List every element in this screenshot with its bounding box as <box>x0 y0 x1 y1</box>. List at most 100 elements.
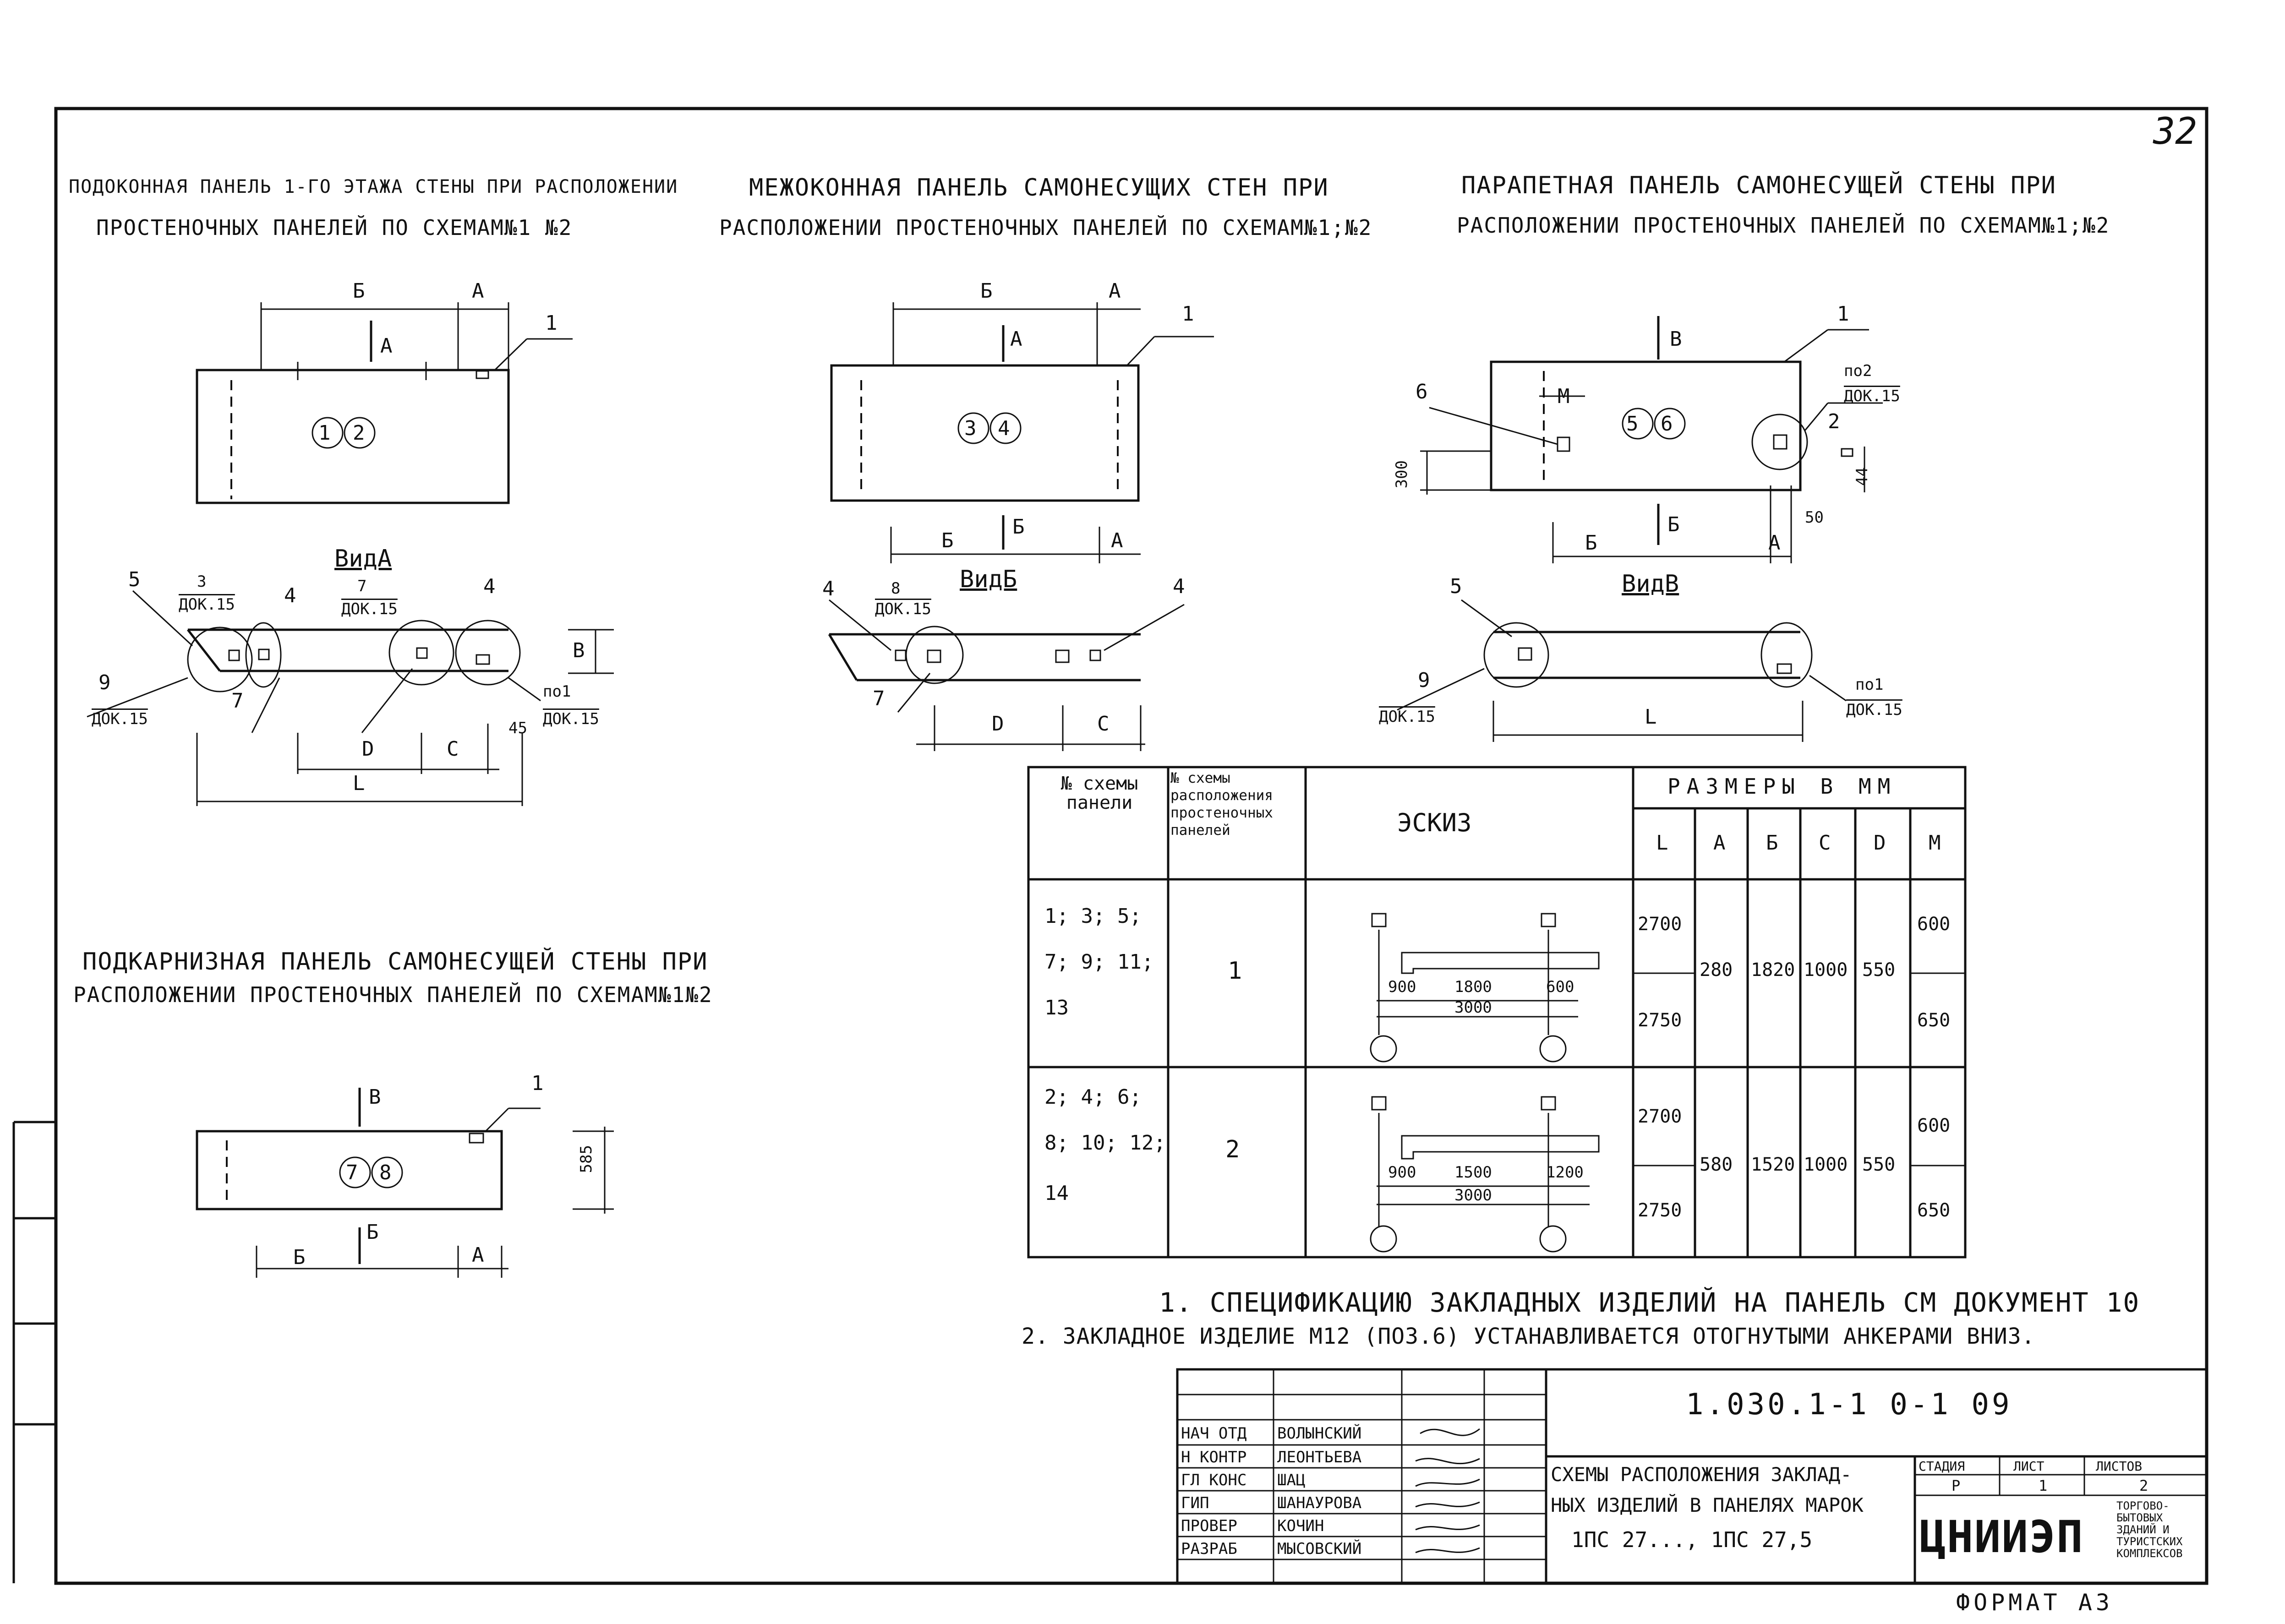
callout: 6 <box>1416 380 1428 403</box>
table-cell: 580 <box>1700 1154 1733 1175</box>
tb-role: ГЛ КОНС <box>1181 1471 1247 1489</box>
table-header-sizes: РАЗМЕРЫ В ММ <box>1667 774 1897 799</box>
sketch-dim: 900 <box>1388 978 1416 996</box>
circle-label: 4 <box>998 417 1010 440</box>
callout: по1 <box>543 682 571 701</box>
tb-role: ПРОВЕР <box>1181 1517 1237 1535</box>
callout: 1 <box>545 311 558 335</box>
callout: ДОК.15 <box>543 710 599 728</box>
tb-sheet: 1 <box>2039 1477 2048 1494</box>
tb-role: РАЗРАБ <box>1181 1540 1237 1558</box>
panel-1-2-elevation <box>196 302 573 504</box>
dim-label: А <box>1010 327 1022 351</box>
sketch-dim: 3000 <box>1454 998 1492 1017</box>
tb-title-line2: НЫХ ИЗДЕЛИЙ В ПАНЕЛЯХ МАРОК <box>1551 1494 1864 1516</box>
dim-label: 44 <box>1853 467 1871 486</box>
panel-7-8-elevation <box>196 1088 614 1278</box>
org-logo: ЦНИИЭП <box>1919 1511 2084 1563</box>
view-title: ВидБ <box>960 566 1017 593</box>
tb-sheet-label: ЛИСТ <box>2013 1459 2044 1474</box>
table-cell: 2750 <box>1638 1200 1682 1221</box>
tb-sheets-label: ЛИСТОВ <box>2096 1459 2143 1474</box>
tb-role: НАЧ ОТД <box>1181 1424 1247 1443</box>
tb-sheets: 2 <box>2139 1477 2148 1494</box>
tb-name: КОЧИН <box>1277 1517 1324 1535</box>
table-sketch-2 <box>1370 1096 1600 1253</box>
note-2: 2. ЗАКЛАДНОЕ ИЗДЕЛИЕ М12 (ПОЗ.6) УСТАНАВ… <box>1022 1324 2035 1349</box>
dim-label: Б <box>1667 513 1680 536</box>
callout: 2 <box>1828 410 1840 433</box>
dim-label: Б <box>980 279 993 303</box>
heading-panel-5-6-line1: ПАРАПЕТНАЯ ПАНЕЛЬ САМОНЕСУЩЕЙ СТЕНЫ ПРИ <box>1461 172 2056 199</box>
dim-label: А <box>1111 529 1123 552</box>
view-title: ВидА <box>334 545 392 572</box>
table-cell: 8; 10; 12; <box>1044 1131 1166 1155</box>
format-label: ФОРМАТ А3 <box>1956 1589 2113 1616</box>
table-cell: 2700 <box>1638 914 1682 935</box>
tb-title-line1: СХЕМЫ РАСПОЛОЖЕНИЯ ЗАКЛАД- <box>1551 1463 1852 1486</box>
panel-5-6-view-v <box>1397 599 1847 742</box>
panel-3-4-elevation <box>830 302 1214 563</box>
doc-code: 1.030.1-1 0-1 09 <box>1686 1388 2012 1422</box>
sketch-dim: 1500 <box>1454 1163 1492 1182</box>
tb-stage-label: СТАДИЯ <box>1919 1459 1965 1474</box>
table-cell: 600 <box>1917 1115 1951 1136</box>
callout: 4 <box>284 584 296 607</box>
tb-name: ЛЕОНТЬЕВА <box>1277 1448 1362 1466</box>
callout: 9 <box>98 671 111 694</box>
callout: 4 <box>1173 575 1185 598</box>
callout: 5 <box>128 568 141 591</box>
sketch-dim: 1800 <box>1454 978 1492 996</box>
dim-label: D <box>992 712 1004 736</box>
table-cell: 2 <box>1225 1136 1240 1163</box>
callout: 7 <box>357 577 367 595</box>
circle-label: 3 <box>964 417 977 440</box>
table-cell: 1; 3; 5; <box>1044 905 1142 928</box>
tb-name: ШАНАУРОВА <box>1277 1494 1362 1512</box>
callout: ДОК.15 <box>92 710 148 728</box>
table-cell: 650 <box>1917 1200 1951 1221</box>
heading-panel-3-4-line1: МЕЖОКОННАЯ ПАНЕЛЬ САМОНЕСУЩИХ СТЕН ПРИ <box>749 174 1329 202</box>
dim-label: 50 <box>1805 508 1824 527</box>
panel-1-2-view-a <box>87 590 614 806</box>
sketch-dim: 3000 <box>1454 1186 1492 1204</box>
callout: 7 <box>873 687 885 710</box>
dim-label: М <box>1558 385 1570 408</box>
table-cell: 1820 <box>1751 959 1795 981</box>
size-col-header: Б <box>1766 831 1778 855</box>
callout: 1 <box>531 1072 544 1095</box>
heading-panel-3-4-line2: РАСПОЛОЖЕНИИ ПРОСТЕНОЧНЫХ ПАНЕЛЕЙ ПО СХЕ… <box>719 215 1372 240</box>
heading-panel-7-8-line1: ПОДКАРНИЗНАЯ ПАНЕЛЬ САМОНЕСУЩЕЙ СТЕНЫ ПР… <box>82 948 708 975</box>
tb-name: МЫСОВСКИЙ <box>1277 1540 1362 1558</box>
sheet-number: 32 <box>2153 110 2198 153</box>
org-sub: ТОРГОВО- БЫТОВЫХ ЗДАНИЙ И ТУРИСТСКИХ КОМ… <box>2116 1499 2183 1560</box>
dim-label: А <box>1109 279 1121 303</box>
table-cell: 550 <box>1862 1154 1896 1175</box>
heading-panel-5-6-line2: РАСПОЛОЖЕНИИ ПРОСТЕНОЧНЫХ ПАНЕЛЕЙ ПО СХЕ… <box>1457 213 2110 238</box>
callout: 9 <box>1418 669 1430 692</box>
dim-label: Б <box>1012 515 1025 539</box>
table-cell: 1 <box>1228 957 1242 985</box>
circle-label: 5 <box>1626 412 1639 436</box>
size-col-header: С <box>1819 831 1831 855</box>
dim-label: Б <box>353 279 365 303</box>
callout: ДОК.15 <box>1379 708 1435 726</box>
sketch-dim: 600 <box>1546 978 1574 996</box>
table-cell: 600 <box>1917 914 1951 935</box>
callout: 1 <box>1837 302 1849 326</box>
dim-label: L <box>1645 705 1657 729</box>
table-sketch-1 <box>1370 913 1600 1063</box>
dim-label: Б <box>366 1221 379 1244</box>
callout: 4 <box>822 577 835 600</box>
table-cell: 2750 <box>1638 1010 1682 1031</box>
callout: 4 <box>483 575 496 598</box>
dim-label: А <box>380 334 393 358</box>
callout: 1 <box>1182 302 1194 326</box>
callout: ДОК.15 <box>179 595 235 614</box>
heading-panel-7-8-line2: РАСПОЛОЖЕНИИ ПРОСТЕНОЧНЫХ ПАНЕЛЕЙ ПО СХЕ… <box>73 982 713 1007</box>
table-cell: 550 <box>1862 959 1896 981</box>
dim-label: А <box>472 1243 484 1267</box>
tb-title-line3: 1ПС 27..., 1ПС 27,5 <box>1571 1527 1813 1552</box>
title-block-grid <box>1176 1368 2208 1585</box>
